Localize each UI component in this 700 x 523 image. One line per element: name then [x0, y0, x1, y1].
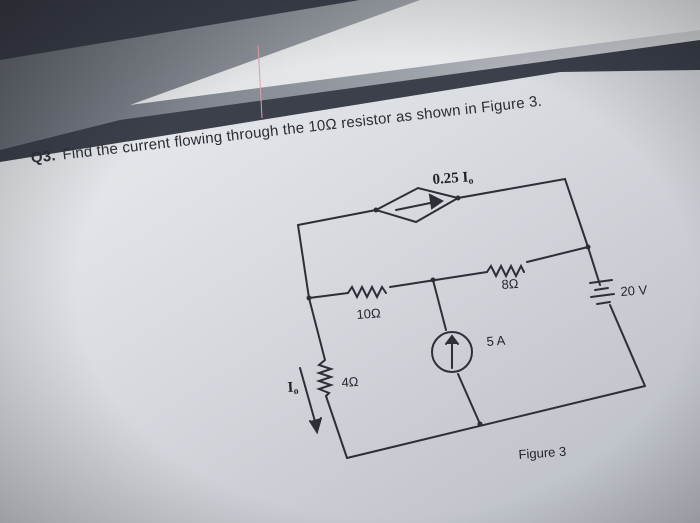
top-wire-left	[297, 209, 377, 226]
circuit-diagram	[297, 177, 646, 459]
resistor-10-ohm-label: 10Ω	[356, 305, 382, 322]
left-wire-bottom	[325, 395, 348, 459]
junction-dot	[306, 295, 312, 301]
middle-wire-3	[526, 246, 589, 263]
bottom-wire	[346, 385, 646, 459]
dependent-source-label: 0.25 Io	[432, 169, 474, 188]
junction-dot	[455, 195, 461, 201]
current-source-5a	[431, 331, 473, 373]
resistor-4-ohm-label: 4Ω	[341, 373, 359, 390]
io-arrow	[299, 367, 317, 426]
resistor-10-ohm	[347, 284, 387, 300]
left-wire-mid	[308, 297, 326, 361]
current-source-label: 5 A	[486, 332, 506, 349]
resistor-8-ohm	[486, 263, 525, 279]
junction-dot	[585, 244, 591, 250]
junction-dot	[477, 421, 483, 427]
middle-wire-2	[389, 271, 488, 288]
battery-plate-2	[594, 287, 609, 291]
right-wire-bottom	[609, 304, 646, 387]
battery-plate-1	[589, 279, 613, 284]
junction-dot	[373, 207, 379, 213]
resistor-8-ohm-label: 8Ω	[501, 275, 519, 292]
battery-plate-4	[596, 301, 611, 305]
voltage-source-label: 20 V	[620, 282, 648, 299]
question-number: Q3.	[30, 147, 57, 167]
left-wire-top	[297, 224, 310, 299]
current-source-arrowhead	[445, 334, 459, 345]
center-wire-bottom	[457, 373, 481, 425]
junction-dot	[430, 277, 436, 283]
middle-wire	[308, 292, 349, 299]
io-arrowhead	[309, 417, 322, 435]
center-wire-top	[432, 279, 447, 331]
top-wire-right	[457, 177, 589, 248]
battery-plate-3	[590, 293, 615, 298]
junctions	[306, 195, 591, 427]
resistor-4-ohm	[315, 359, 335, 397]
dependent-source-arrowhead	[428, 193, 444, 210]
right-wire-top	[587, 246, 601, 286]
io-label: Io	[287, 379, 299, 397]
